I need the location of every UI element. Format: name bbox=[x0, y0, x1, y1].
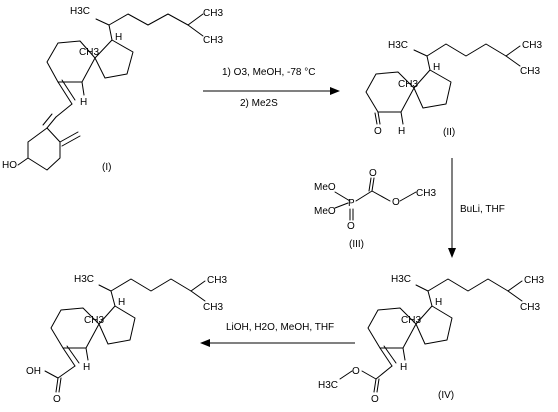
compound-IV-ch3-c18: CH3 bbox=[401, 315, 421, 326]
compound-IV-o-ester: O bbox=[352, 366, 360, 377]
compound-II-h-c17: H bbox=[433, 62, 440, 73]
compound-IV-h3c-ester: H3C bbox=[318, 380, 338, 391]
compound-II-o: O bbox=[374, 126, 382, 137]
compound-I-ch3-a: CH3 bbox=[203, 8, 223, 19]
compound-II-label: (II) bbox=[443, 127, 455, 138]
product-h-c14: H bbox=[83, 362, 90, 373]
compound-III-meo-b: MeO bbox=[314, 206, 336, 217]
compound-II-h3c: H3C bbox=[388, 40, 408, 51]
compound-IV: H3C CH3 CH3 H CH3 H O O H3C (IV) bbox=[318, 274, 544, 405]
compound-III: MeO MeO P O O O CH3 (III) bbox=[314, 168, 436, 250]
compound-I: H3C CH3 CH3 H CH3 H HO (I) bbox=[2, 6, 223, 173]
product-ch3-b: CH3 bbox=[203, 302, 223, 313]
product-h-c17: H bbox=[118, 297, 125, 308]
reaction-3-condition-1: LiOH, H2O, MeOH, THF bbox=[226, 322, 334, 333]
compound-IV-h-c17: H bbox=[435, 297, 442, 308]
compound-I-ho: HO bbox=[2, 160, 17, 171]
product-ch3-a: CH3 bbox=[207, 275, 227, 286]
compound-III-ch3: CH3 bbox=[416, 188, 436, 199]
compound-II-h-c14: H bbox=[398, 126, 405, 137]
compound-III-label: (III) bbox=[349, 239, 364, 250]
compound-II-ch3-b: CH3 bbox=[520, 66, 540, 77]
reaction-1-condition-1: 1) O3, MeOH, -78 °C bbox=[222, 67, 315, 78]
reaction-arrow-3: LiOH, H2O, MeOH, THF bbox=[200, 322, 355, 347]
compound-I-h3c: H3C bbox=[70, 6, 90, 17]
compound-I-ch3-b: CH3 bbox=[203, 35, 223, 46]
compound-IV-ch3-a: CH3 bbox=[524, 275, 544, 286]
compound-IV-label: (IV) bbox=[438, 390, 454, 401]
product-h3c: H3C bbox=[74, 274, 94, 285]
compound-III-p: P bbox=[348, 198, 355, 209]
reaction-1-condition-2: 2) Me2S bbox=[240, 98, 278, 109]
compound-IV-h3c: H3C bbox=[391, 274, 411, 285]
compound-IV-h-c14: H bbox=[400, 362, 407, 373]
compound-I-ch3-c18: CH3 bbox=[79, 47, 99, 58]
compound-acid-product: H3C CH3 CH3 H CH3 H O OH bbox=[26, 274, 227, 405]
product-o-carbonyl: O bbox=[53, 394, 61, 405]
compound-IV-o-carbonyl: O bbox=[371, 394, 379, 405]
compound-III-o-carbonyl: O bbox=[369, 168, 377, 179]
reaction-2-condition-1: BuLi, THF bbox=[460, 204, 505, 215]
compound-III-o-ester: O bbox=[392, 197, 400, 208]
compound-II: H3C CH3 CH3 H CH3 H O (II) bbox=[365, 40, 542, 138]
reaction-arrow-2: BuLi, THF bbox=[448, 158, 505, 258]
compound-I-label: (I) bbox=[102, 162, 111, 173]
compound-I-h-c14: H bbox=[80, 97, 87, 108]
product-oh: OH bbox=[26, 366, 41, 377]
compound-IV-ch3-b: CH3 bbox=[520, 302, 540, 313]
compound-II-ch3-c18: CH3 bbox=[398, 79, 418, 90]
compound-II-ch3-a: CH3 bbox=[522, 40, 542, 51]
reaction-arrow-1: 1) O3, MeOH, -78 °C 2) Me2S bbox=[203, 67, 340, 109]
compound-III-o-p: O bbox=[347, 221, 355, 232]
compound-I-h-c17: H bbox=[115, 32, 122, 43]
compound-III-meo-a: MeO bbox=[314, 182, 336, 193]
product-ch3-c18: CH3 bbox=[84, 315, 104, 326]
